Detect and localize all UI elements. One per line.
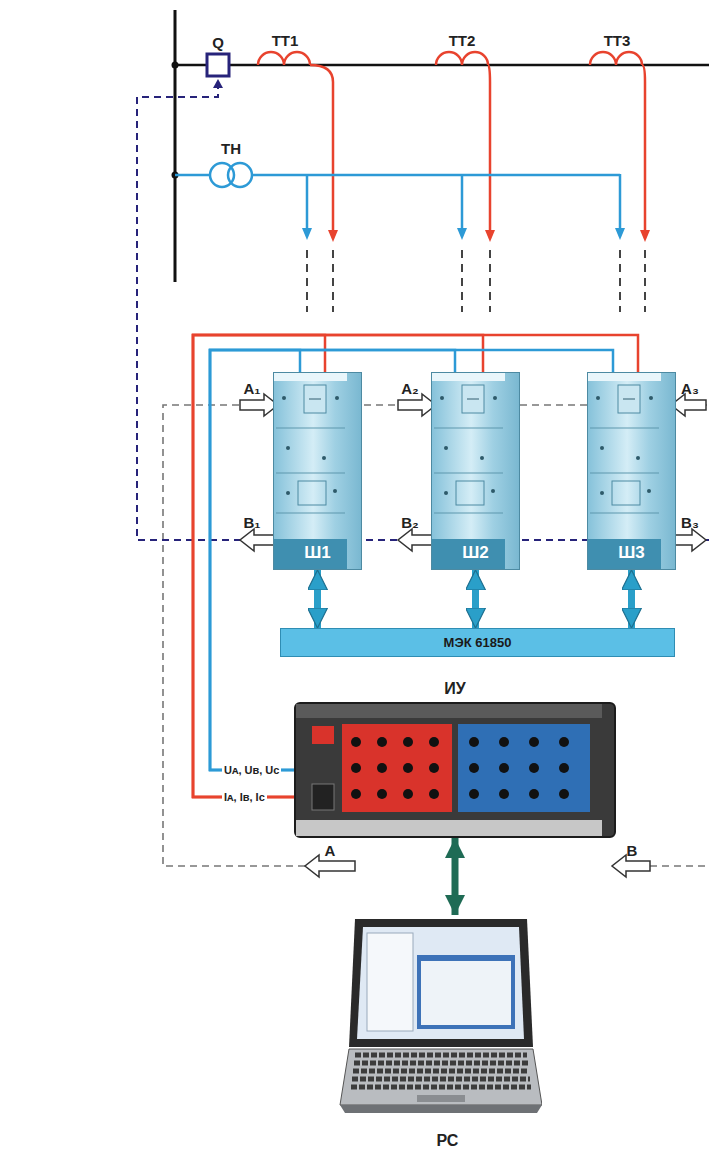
dashed-leads (307, 250, 645, 312)
data-link (314, 570, 321, 628)
relay-cabinet: Ш1 (273, 372, 362, 570)
ct-lead (310, 65, 333, 232)
laptop: РС (337, 915, 558, 1120)
device-panel (296, 704, 602, 836)
signal-label: A₂ (401, 381, 419, 396)
signal-label: B₁ (243, 515, 260, 530)
data-link (452, 838, 459, 915)
data-link (472, 570, 479, 628)
arrow-head (640, 230, 650, 242)
ct-lead (488, 65, 490, 232)
vt-lead (306, 175, 309, 230)
busbar (174, 10, 177, 282)
equipment-label: ТТ1 (272, 33, 299, 48)
laptop-drawing (337, 915, 542, 1120)
signal-label: B (627, 843, 638, 858)
arrow-head (328, 230, 338, 242)
vt-lead (619, 174, 622, 230)
arrow-head (457, 228, 467, 240)
arrow-head (213, 79, 223, 88)
cabinet-label: Ш3 (588, 543, 675, 563)
cabinet-detail (274, 373, 347, 569)
signal-label: A (325, 843, 336, 858)
ct-lead (642, 65, 645, 232)
ct-coil (258, 52, 310, 65)
cabinet-label: Ш2 (432, 543, 519, 563)
junction-dot (172, 62, 179, 69)
signal-line (650, 865, 709, 867)
vt-lead (175, 174, 210, 177)
test-device: ИУ (294, 702, 616, 838)
device-label: РС (337, 1132, 558, 1150)
signal-arrow (671, 394, 706, 416)
signal-label: A₃ (681, 381, 699, 396)
equipment-label: ТН (221, 141, 241, 156)
relay-cabinet: Ш2 (431, 372, 520, 570)
cabinet-detail (432, 373, 505, 569)
signal-name: Uᴀ, Uв, Uс (222, 764, 281, 777)
data-link (628, 570, 635, 628)
signal-label: B₂ (401, 515, 419, 530)
vt-lead (461, 175, 464, 230)
bus-label: МЭК 61850 (444, 635, 512, 650)
signal-arrow (305, 855, 355, 877)
arrow-head (485, 230, 495, 242)
breaker-symbol (207, 54, 229, 76)
measurement-wire (210, 350, 613, 770)
equipment-label: Q (212, 35, 224, 50)
equipment-label: ТТ3 (604, 33, 631, 48)
signal-arrow (612, 855, 650, 877)
bus-band: МЭК 61850 (280, 628, 675, 657)
arrow-head (302, 228, 312, 240)
feeder-line (175, 64, 709, 67)
arrow-head (615, 228, 625, 240)
equipment-label: ТТ2 (449, 33, 476, 48)
ct-coil (590, 52, 642, 65)
signal-name: Iᴀ, Iв, Iс (222, 791, 267, 804)
signal-arrow (671, 529, 706, 551)
relay-cabinet: Ш3 (587, 372, 676, 570)
signal-label: B₃ (681, 515, 699, 530)
vt-winding (228, 163, 252, 187)
cabinet-detail (588, 373, 661, 569)
signal-label: A₁ (243, 381, 260, 396)
device-label: ИУ (296, 680, 614, 698)
ct-coil (436, 52, 488, 65)
cabinet-label: Ш1 (274, 543, 361, 563)
